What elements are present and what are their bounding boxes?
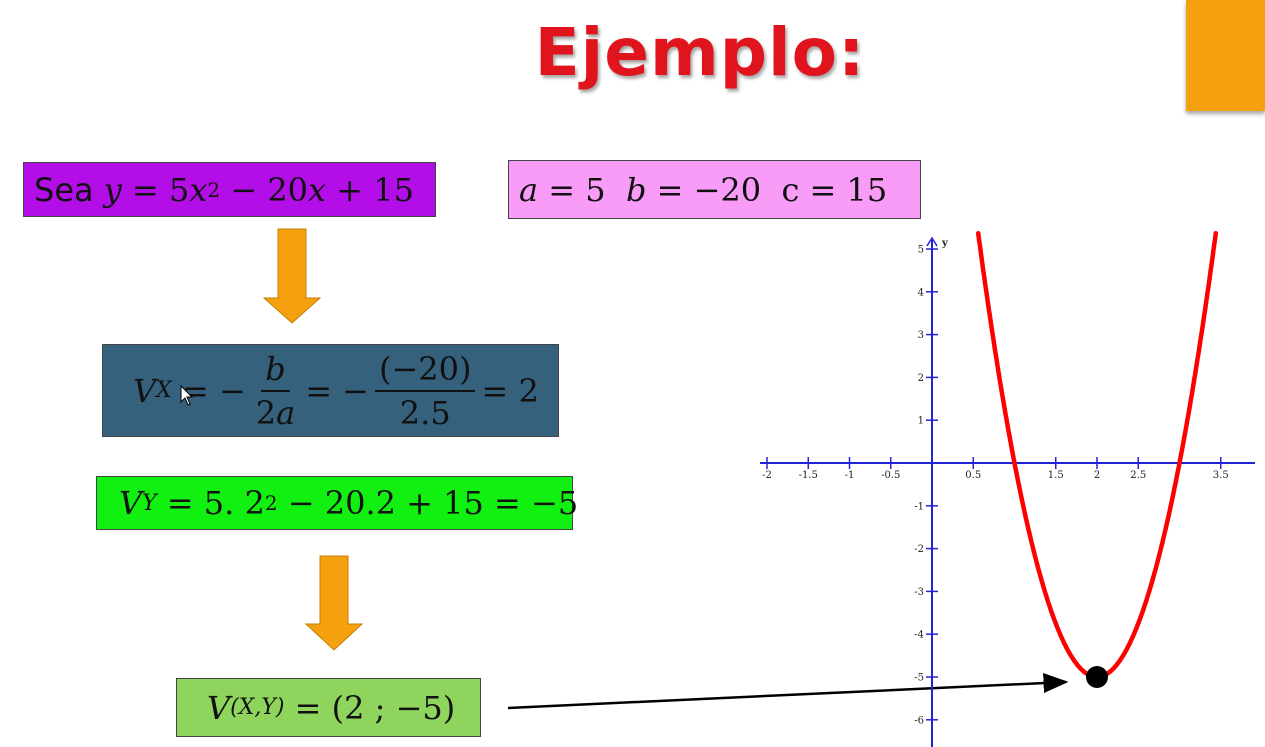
x-tick-label: 1.5 [1048,470,1064,481]
down-arrow-1 [262,228,322,324]
y-tick-label: 3 [918,330,924,341]
coef-c-val: = 15 [809,170,888,209]
down-arrow-2 [304,555,364,651]
vx-eq1: = − [181,371,246,410]
y-tick-label: 2 [918,373,924,384]
given-v1: x [189,170,208,209]
vertex-lhs-sub: (X,Y) [230,695,285,720]
vx-frac1-num: b [261,350,290,392]
vx-lhs: V [133,371,157,410]
vertex-value: = (2 ; −5) [294,688,456,727]
given-lhs: y [103,170,122,209]
vx-lhs-sub: X [156,378,172,403]
given-label: Sea [34,170,94,209]
vx-frac2-den: 2.5 [399,393,451,432]
coef-a-var: a [519,170,539,209]
mouse-cursor-icon [180,384,194,406]
coef-b-var: b [625,170,647,209]
coef-b-val: = −20 [656,170,762,209]
coefficients-box: a = 5 b = −20 c = 15 [508,160,921,219]
y-tick-label: -5 [914,673,924,684]
given-t2: 20 [267,170,309,209]
x-tick-label: -0.5 [881,470,900,481]
x-tick-label: 2 [1094,470,1100,481]
x-tick-label: -1.5 [799,470,818,481]
parabola-curve [975,230,1219,680]
x-tick-label: -2 [762,470,772,481]
corner-decoration [1186,0,1265,111]
vy-pow: 2 [264,491,278,515]
given-op2: + [336,170,364,209]
y-tick-label: 5 [918,245,924,256]
y-tick-label: -1 [914,501,924,512]
given-t1: 5 [169,170,190,209]
vx-frac1-den-b: a [276,393,296,432]
y-tick-label: 1 [918,416,924,427]
page-title: Ejemplo: [534,14,866,91]
vy-expr2: − 20.2 + 15 = −5 [277,484,579,522]
given-v2: x [308,170,327,209]
vertex-lhs: V [207,688,231,727]
vx-fraction-1: b 2a [252,350,299,432]
given-op1: − [230,170,258,209]
y-axis-label: y [941,238,949,249]
y-tick-label: -2 [914,544,924,555]
given-p1: 2 [207,177,221,202]
vx-frac1-den-a: 2 [255,393,277,432]
given-eq: = [132,170,159,209]
coef-a-val: = 5 [548,170,606,209]
y-tick-label: -3 [914,587,924,598]
given-t3: 15 [373,170,414,209]
coef-c-var: c [781,170,800,209]
vx-eq2: = − [305,371,369,410]
x-tick-label: 2.5 [1130,470,1146,481]
y-tick-label: -6 [914,715,924,726]
y-tick-label: 4 [918,287,924,298]
vertex-box: V(X,Y) = (2 ; −5) [176,678,481,737]
x-tick-label: -1 [845,470,855,481]
vx-fraction-2: (−20) 2.5 [374,350,476,432]
y-axis-arrowhead [926,236,938,247]
vx-frac2-num: (−20) [374,350,476,392]
vy-lhs: V [119,484,143,522]
x-tick-label: 0.5 [965,470,981,481]
x-tick-label: 3.5 [1213,470,1229,481]
parabola-graph: -2 -1.5 -1 -0.5 0.5 1.5 2 2.5 3.5 5 4 3 2 1 -1 -2 -3 -4 -5… [760,230,1255,747]
vertex-pointer-arrow [507,673,1069,710]
vy-lhs-sub: Y [142,490,157,516]
vx-result: = 2 [481,371,539,410]
vertex-point [1086,666,1108,688]
y-tick-label: -4 [914,630,924,641]
vy-expr1: = 5. 2 [166,484,265,522]
